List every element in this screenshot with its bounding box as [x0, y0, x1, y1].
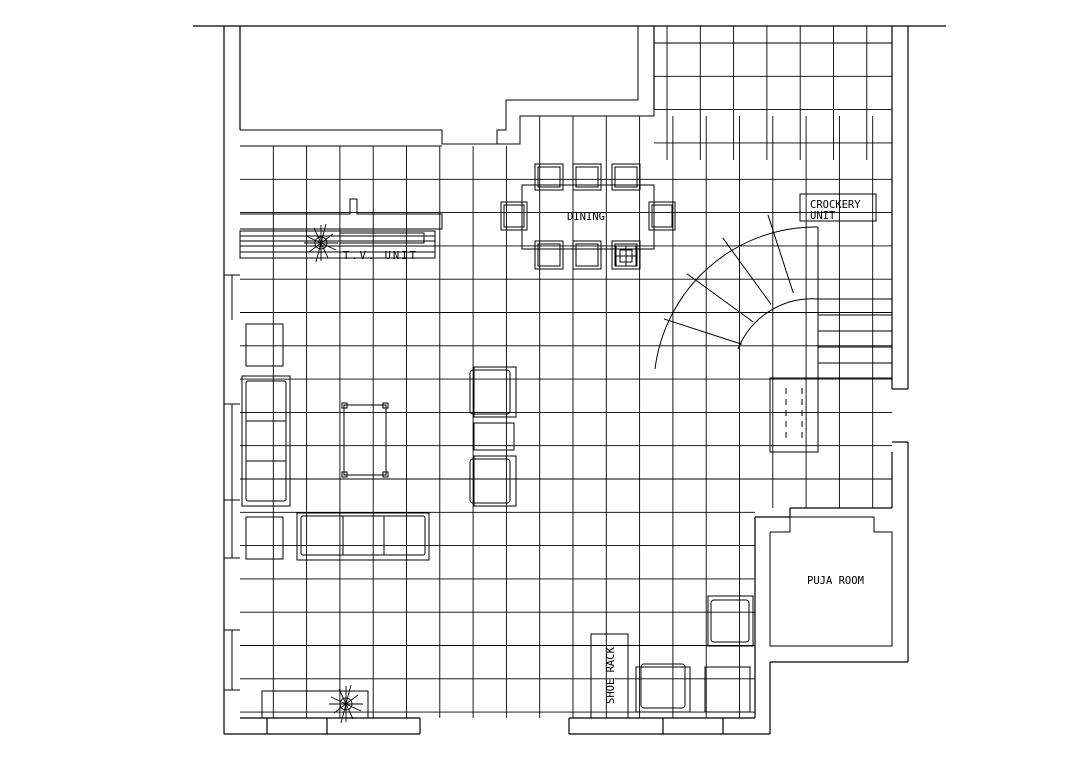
- plant-icon: [304, 223, 338, 263]
- crockery-label-line1: CROCKERY: [810, 199, 861, 211]
- stair-tread: [663, 318, 743, 345]
- stair-tread: [686, 273, 754, 323]
- shoe-rack-label: SHOE RACK: [605, 646, 617, 704]
- crockery-label-line2: UNIT: [810, 210, 836, 222]
- stair-treads: [663, 214, 794, 345]
- curved-staircase: [654, 214, 892, 452]
- left-window-strips: [224, 274, 240, 691]
- tv-unit: [239, 198, 443, 259]
- dining-label: DINING: [567, 211, 605, 223]
- upper-room-block: [240, 26, 655, 145]
- crockery-unit: [799, 193, 877, 222]
- puja-room: [769, 516, 893, 647]
- entrance-furniture: [261, 595, 754, 719]
- living-room-furniture: [241, 323, 517, 561]
- tv-unit-label: T.V. UNIT: [343, 250, 418, 262]
- stair-landing-door: [769, 377, 819, 453]
- dining-side-pattern: [615, 245, 637, 267]
- plant-icon: [329, 684, 363, 724]
- dining-set: [500, 163, 676, 270]
- stair-tread: [767, 214, 794, 294]
- stair-tread: [722, 237, 772, 305]
- puja-room-label: PUJA ROOM: [807, 575, 864, 587]
